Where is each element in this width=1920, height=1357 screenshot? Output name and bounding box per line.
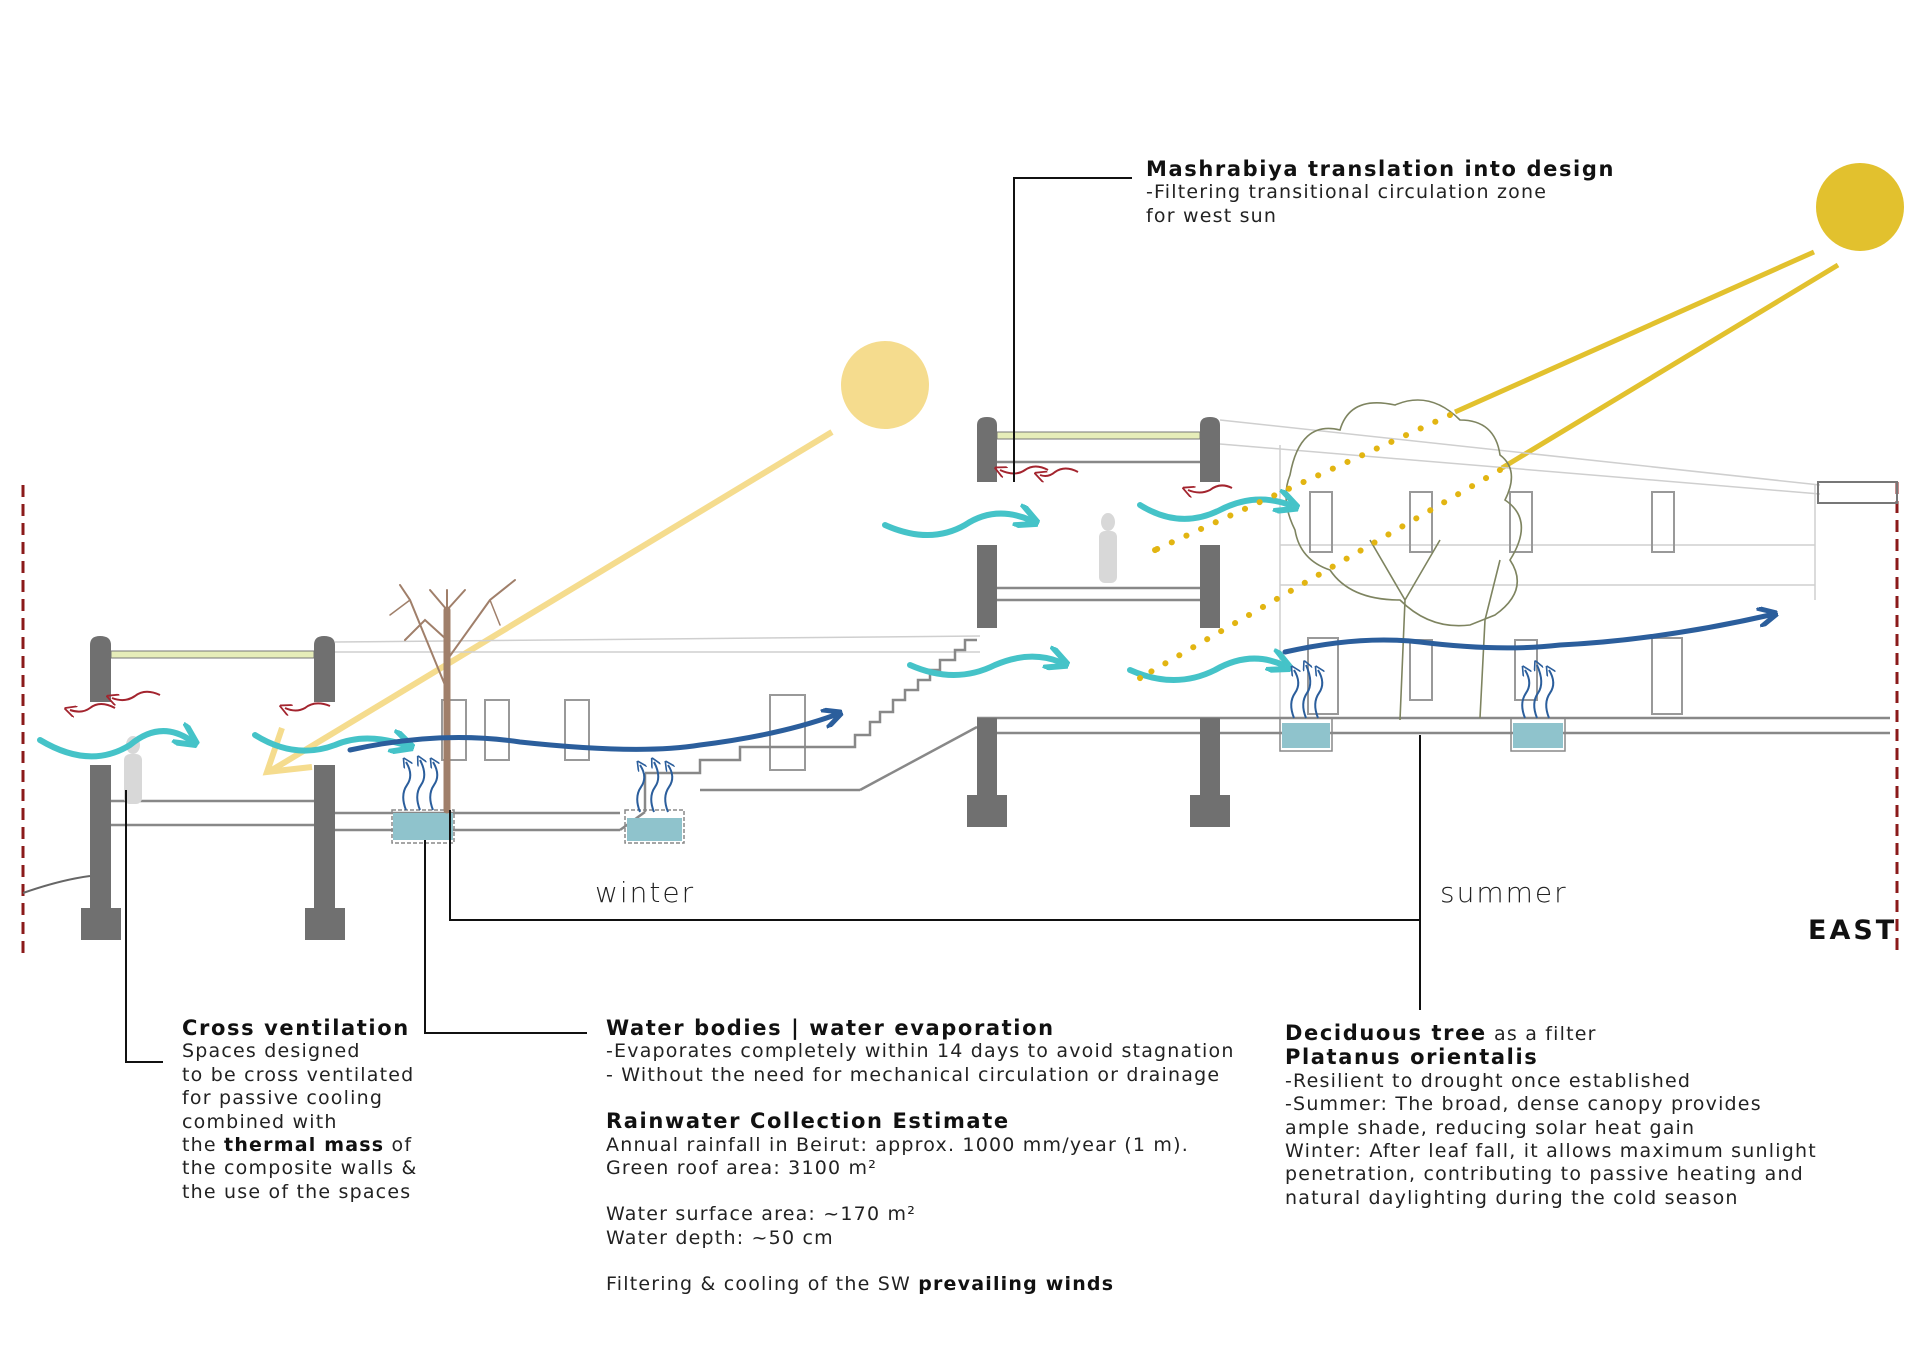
- facade-windows: [441, 491, 1683, 771]
- cross-ventilation-line: the thermal mass of: [182, 1134, 413, 1157]
- breeze-arrow: [907, 657, 1060, 678]
- filter-line: Filtering & cooling of the SW prevailing…: [606, 1273, 1115, 1296]
- water-bodies-leader: [424, 840, 587, 1034]
- wind-arrow: [347, 715, 835, 753]
- breeze-arrow: [1137, 500, 1290, 522]
- summer-sun-ray-1: [1453, 249, 1816, 415]
- surface-area-line: Water surface area: ~170 m²: [606, 1203, 917, 1226]
- floor-slabs: [111, 460, 1890, 832]
- mashrabiya-line: -Filtering transitional circulation zone: [1146, 181, 1548, 204]
- middle-building-structure: [967, 417, 1230, 827]
- summer-sun-ray-2: [1500, 262, 1840, 471]
- hot-air-arrow: [1040, 467, 1079, 477]
- cross-ventilation-line: to be cross ventilated: [182, 1063, 415, 1086]
- summer-label: summer: [1440, 876, 1568, 909]
- wind-arrow: [1282, 615, 1770, 655]
- cross-ventilation-line: for passive cooling: [182, 1087, 384, 1110]
- cool-breeze-arrows: [37, 500, 1290, 760]
- tree-line: -Summer: The broad, dense canopy provide…: [1285, 1093, 1762, 1116]
- summer-tree: [1285, 399, 1523, 721]
- breeze-arrow: [1127, 659, 1283, 683]
- rainwater-title: Rainwater Collection Estimate: [606, 1109, 1010, 1134]
- water-bodies-line: -Evaporates completely within 14 days to…: [606, 1040, 1235, 1063]
- east-overhang: [1817, 481, 1898, 504]
- season-bracket-leader: [449, 810, 1420, 921]
- breeze-arrow: [37, 731, 190, 760]
- water-bodies-callout: Water bodies | water evaporation -Evapor…: [606, 1016, 1235, 1297]
- person-silhouettes: [124, 513, 1117, 804]
- leader-lines: [125, 177, 1421, 1063]
- winter-tree: [389, 579, 516, 814]
- hot-air-arrow: [70, 703, 116, 712]
- water-basins: [391, 717, 1566, 844]
- east-label: EAST: [1808, 915, 1898, 946]
- water-bodies-title: Water bodies | water evaporation: [606, 1016, 1055, 1040]
- filtered-sunlight-dots: [1137, 412, 1503, 693]
- left-building-structure: [81, 636, 345, 940]
- tree-line: ample shade, reducing solar heat gain: [1285, 1116, 1696, 1139]
- species-name: Platanus orientalis: [1285, 1045, 1539, 1070]
- rainfall-line: Annual rainfall in Beirut: approx. 1000 …: [606, 1133, 1189, 1156]
- hot-air-arrow: [112, 690, 161, 700]
- summer-sun-icon: [1816, 163, 1904, 251]
- prevailing-wind-arrows: [347, 615, 1770, 753]
- tree-line: natural daylighting during the cold seas…: [1285, 1186, 1739, 1209]
- cross-ventilation-leader: [125, 790, 163, 1063]
- cross-ventilation-title: Cross ventilation: [182, 1016, 410, 1040]
- cross-ventilation-line: the composite walls &: [182, 1157, 418, 1180]
- green-roof-line: Green roof area: 3100 m²: [606, 1157, 878, 1180]
- ground-line: [22, 875, 91, 894]
- mashrabiya-title: Mashrabiya translation into design: [1146, 157, 1616, 181]
- mashrabiya-leader: [1013, 177, 1132, 482]
- cross-ventilation-callout: Cross ventilation Spaces designed to be …: [182, 1016, 418, 1204]
- tree-line: penetration, contributing to passive hea…: [1285, 1163, 1804, 1186]
- green-roof-middle: [996, 431, 1201, 440]
- winter-sun-icon: [841, 341, 929, 429]
- depth-line: Water depth: ~50 cm: [606, 1226, 834, 1249]
- cross-ventilation-line: the use of the spaces: [182, 1180, 412, 1203]
- hot-air-arrow: [285, 702, 331, 710]
- cross-ventilation-line: combined with: [182, 1110, 338, 1133]
- mashrabiya-line: for west sun: [1146, 204, 1278, 227]
- deciduous-tree-callout: Deciduous tree as a filter Platanus orie…: [1285, 1021, 1817, 1210]
- tree-line: -Resilient to drought once established: [1285, 1069, 1692, 1092]
- deciduous-tree-title: Deciduous tree as a filter: [1285, 1021, 1597, 1045]
- breeze-arrow: [252, 735, 405, 751]
- green-roof-left: [110, 650, 315, 659]
- breeze-arrow: [882, 514, 1030, 538]
- winter-sun-ray: [270, 429, 834, 773]
- tree-line: Winter: After leaf fall, it allows maxim…: [1285, 1140, 1817, 1163]
- hot-air-arrow: [1000, 465, 1049, 474]
- hot-air-arrows: [70, 465, 1233, 712]
- water-bodies-line: - Without the need for mechanical circul…: [606, 1063, 1221, 1086]
- winter-label: winter: [595, 876, 696, 909]
- evaporation-arrows: [402, 665, 1553, 813]
- site-lines: [334, 419, 1821, 720]
- cross-ventilation-line: Spaces designed: [182, 1040, 361, 1063]
- hot-air-arrow: [1188, 484, 1233, 492]
- mashrabiya-callout: Mashrabiya translation into design -Filt…: [1146, 157, 1616, 228]
